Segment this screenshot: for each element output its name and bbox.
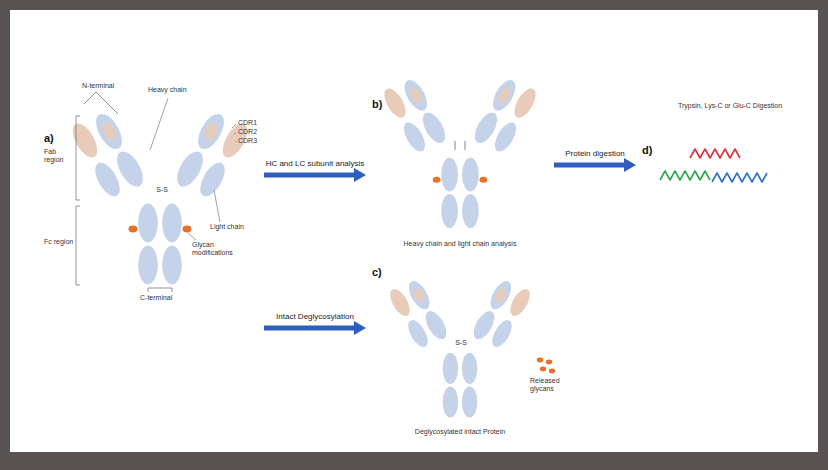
panel-letter: d) — [642, 144, 652, 157]
peptides — [660, 149, 767, 182]
part-label: CDR2 — [238, 128, 268, 136]
figure-panel: c) Deglycosylated intact Protein — [370, 262, 570, 447]
leader-lines — [150, 98, 236, 240]
arrow-head — [624, 158, 636, 172]
process-arrow — [264, 321, 366, 335]
arrow-shaft — [264, 173, 355, 178]
part-label: S-S — [452, 339, 470, 347]
panel-caption: Heavy chain and light chain analysis — [385, 240, 535, 248]
arrow-label: Intact Deglycosylation — [274, 312, 356, 321]
part-label: CDR3 — [238, 137, 268, 145]
part-label: S-S — [152, 186, 172, 194]
process-arrow — [264, 168, 366, 182]
arrow-head — [354, 168, 366, 182]
arrow-label: Protein digestion — [563, 149, 627, 158]
arrow-head — [354, 321, 366, 335]
panel-caption: Deglycosylated intact Protein — [390, 428, 530, 436]
part-label: Fab region — [44, 148, 74, 164]
figure-panel: d) Trypsin, Lys-C or Glu-C Digestion — [640, 98, 805, 198]
panel-letter: c) — [372, 266, 382, 279]
part-label: C-terminal — [140, 294, 185, 302]
brackets — [76, 92, 172, 292]
arrow-label: HC and LC subunit analysis — [264, 159, 367, 168]
antibody-b — [380, 76, 540, 227]
separated-hinge — [455, 141, 465, 150]
process-arrow — [554, 158, 636, 172]
part-label: CDR1 — [238, 119, 268, 127]
antibody-c — [386, 278, 533, 418]
part-label: Glycan modifications — [192, 241, 252, 257]
antibody-a — [68, 110, 252, 285]
part-label: Light chain — [210, 223, 256, 231]
panel-letter: b) — [372, 98, 382, 111]
panel-caption: Trypsin, Lys-C or Glu-C Digestion — [660, 102, 800, 110]
figure-panel: a) — [40, 80, 260, 315]
part-label: Heavy chain — [148, 86, 198, 94]
arrow-shaft — [264, 326, 355, 331]
panel-letter: a) — [44, 132, 54, 145]
arrow-shaft — [554, 163, 625, 168]
part-label: N-terminal — [82, 82, 132, 90]
figure-panel: b) Heavy chain and light chain analysis — [370, 62, 550, 257]
part-label: Fc region — [44, 238, 74, 246]
released-glycans — [537, 358, 555, 374]
part-label: Released glycans — [530, 377, 575, 393]
canvas — [10, 10, 818, 452]
